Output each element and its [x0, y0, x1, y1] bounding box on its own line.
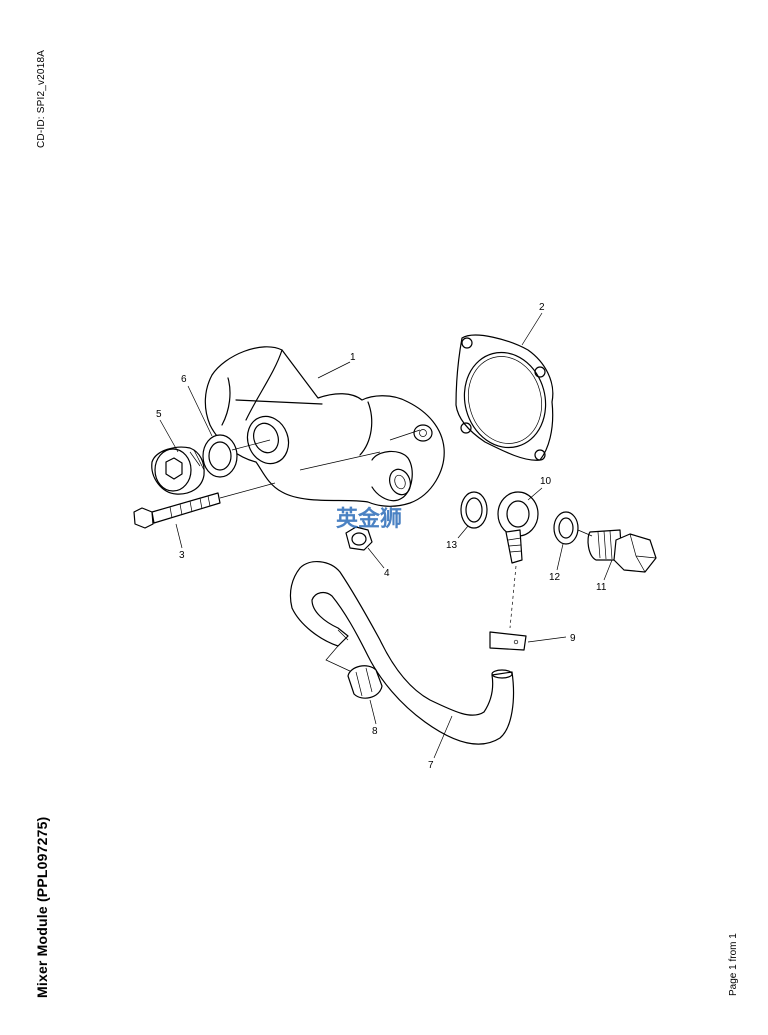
callout-1: 1 — [350, 352, 356, 363]
part-9-sleeve — [489, 631, 527, 651]
callout-8: 8 — [372, 726, 378, 737]
part-8-clamp — [347, 665, 383, 699]
part-2-gasket — [455, 334, 554, 461]
part-12-washer — [553, 511, 579, 545]
callout-12: 12 — [549, 572, 561, 583]
part-5-plug — [151, 446, 205, 495]
part-10-banjo-fitting — [497, 491, 539, 629]
part-1-mixer-housing — [204, 346, 445, 507]
part-11-banjo-bolt — [577, 529, 657, 573]
callout-7: 7 — [428, 760, 434, 771]
part-6-washer — [202, 434, 271, 478]
watermark-logo: 英金狮 — [336, 506, 402, 532]
part-13-washer — [460, 491, 488, 529]
callout-6: 6 — [181, 374, 187, 385]
callout-3: 3 — [179, 550, 185, 561]
callout-10: 10 — [540, 476, 552, 487]
part-4-nut — [345, 526, 373, 551]
callout-13: 13 — [446, 540, 458, 551]
callout-4: 4 — [384, 568, 390, 579]
part-3-bolt — [133, 482, 276, 529]
callout-5: 5 — [156, 409, 162, 420]
callout-2: 2 — [539, 302, 545, 313]
callout-11: 11 — [596, 582, 607, 593]
callout-9: 9 — [570, 633, 576, 644]
part-7-hose — [289, 561, 515, 745]
